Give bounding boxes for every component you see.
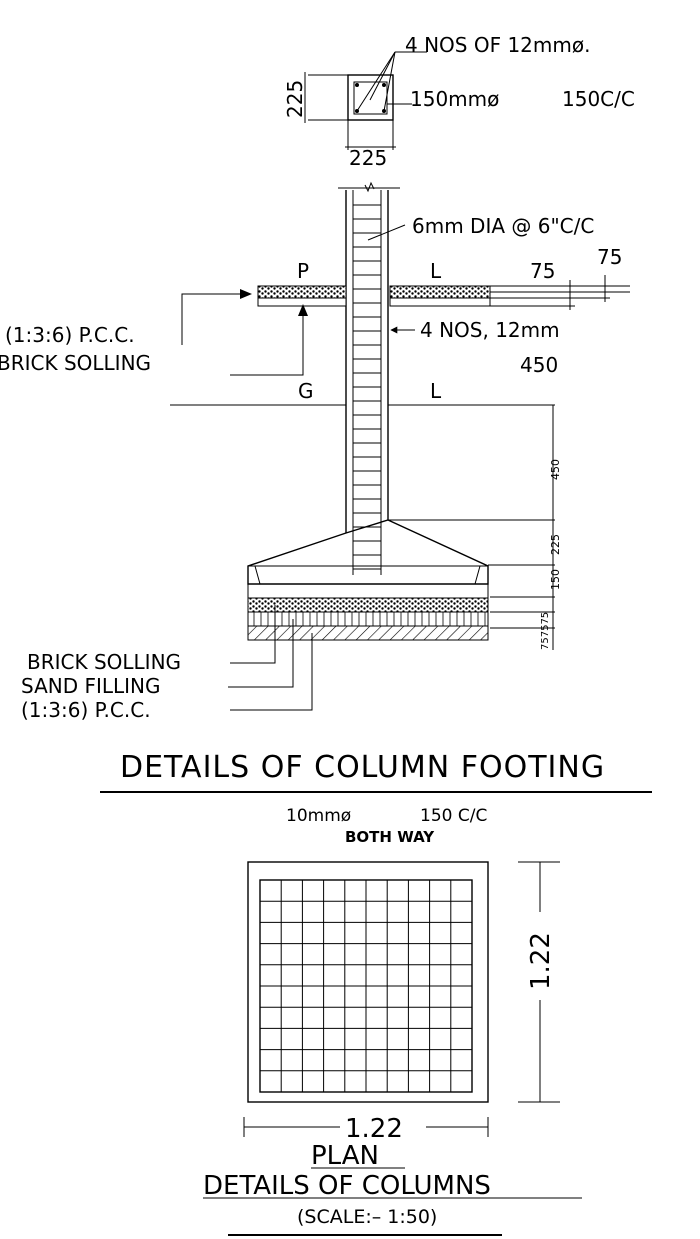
stirrup-label: 150mmø — [410, 87, 499, 111]
stirrup-spacing-label: 150C/C — [562, 87, 635, 111]
left-pcc-label: (1:3:6) P.C.C. — [5, 323, 135, 347]
plinth-beam-left — [257, 285, 347, 299]
footing-title: DETAILS OF COLUMN FOOTING — [120, 750, 605, 785]
plinth-level-l: L — [430, 259, 442, 283]
rebar-leader — [369, 51, 396, 101]
scale-label: (SCALE:– 1:50) — [297, 1206, 437, 1228]
column-rebar-label: 4 NOS OF 12mmø. — [405, 33, 590, 57]
plan-label: PLAN — [311, 1141, 379, 1171]
plan-dim-vertical: 1.22 — [526, 932, 556, 990]
rebar-dot — [382, 83, 386, 87]
bottom-pcc-label: (1:3:6) P.C.C. — [21, 698, 151, 722]
ground-level-g: G — [298, 379, 314, 403]
dim-small-75: 757575 — [540, 612, 551, 650]
column-cross-section: 4 NOS OF 12mmø. 150mmø 150C/C 225 225 — [283, 33, 635, 170]
pcc-layer — [247, 597, 489, 613]
plan-dim-horizontal: 1.22 — [345, 1114, 403, 1144]
plan-spacing-label: 150 C/C — [420, 806, 487, 826]
columns-title: DETAILS OF COLUMNS — [203, 1171, 491, 1201]
dim-75-a: 75 — [530, 259, 555, 283]
dim-small-450: 450 — [549, 459, 562, 480]
dim-small-225: 225 — [549, 534, 562, 555]
plan-rebar-label: 10mmø — [286, 806, 351, 826]
plan-rebar-grid — [260, 880, 472, 1092]
break-symbol — [364, 181, 375, 193]
footing-plan: 10mmø 150 C/C BOTH WAY 1.22 1.22 PLAN DE… — [203, 806, 582, 1236]
column-size-horizontal: 225 — [349, 146, 387, 170]
brick-solling-left — [257, 297, 347, 307]
dim-75-b: 75 — [597, 245, 622, 269]
bottom-brick-label: BRICK SOLLING — [27, 650, 181, 674]
column-tie — [353, 81, 388, 115]
plan-both-way-label: BOTH WAY — [345, 828, 435, 846]
main-bars-label: 4 NOS, 12mm — [420, 318, 560, 342]
footing-pedestal — [247, 519, 489, 585]
plan-outer-outline — [247, 861, 489, 1103]
column-size-vertical: 225 — [283, 80, 307, 118]
dim-small-150: 150 — [549, 569, 562, 590]
column-ties — [353, 204, 381, 570]
rebar-dot — [355, 83, 359, 87]
dim-450-label: 450 — [520, 353, 558, 377]
column-elevation: P L 75 75 6mm DIA @ 6"C/C 4 NOS, 12mm 45… — [0, 181, 652, 793]
sand-layer — [247, 611, 489, 627]
brick-solling-right — [389, 297, 491, 307]
left-brick-label: BRICK SOLLING — [0, 351, 151, 375]
plinth-beam-right — [389, 285, 491, 299]
column-outline — [347, 74, 394, 121]
ground-level-l: L — [430, 379, 442, 403]
tie-spacing-label: 6mm DIA @ 6"C/C — [412, 214, 594, 238]
brick-solling-layer — [247, 625, 489, 641]
plinth-level-p: P — [297, 259, 309, 283]
bottom-sand-label: SAND FILLING — [21, 674, 161, 698]
